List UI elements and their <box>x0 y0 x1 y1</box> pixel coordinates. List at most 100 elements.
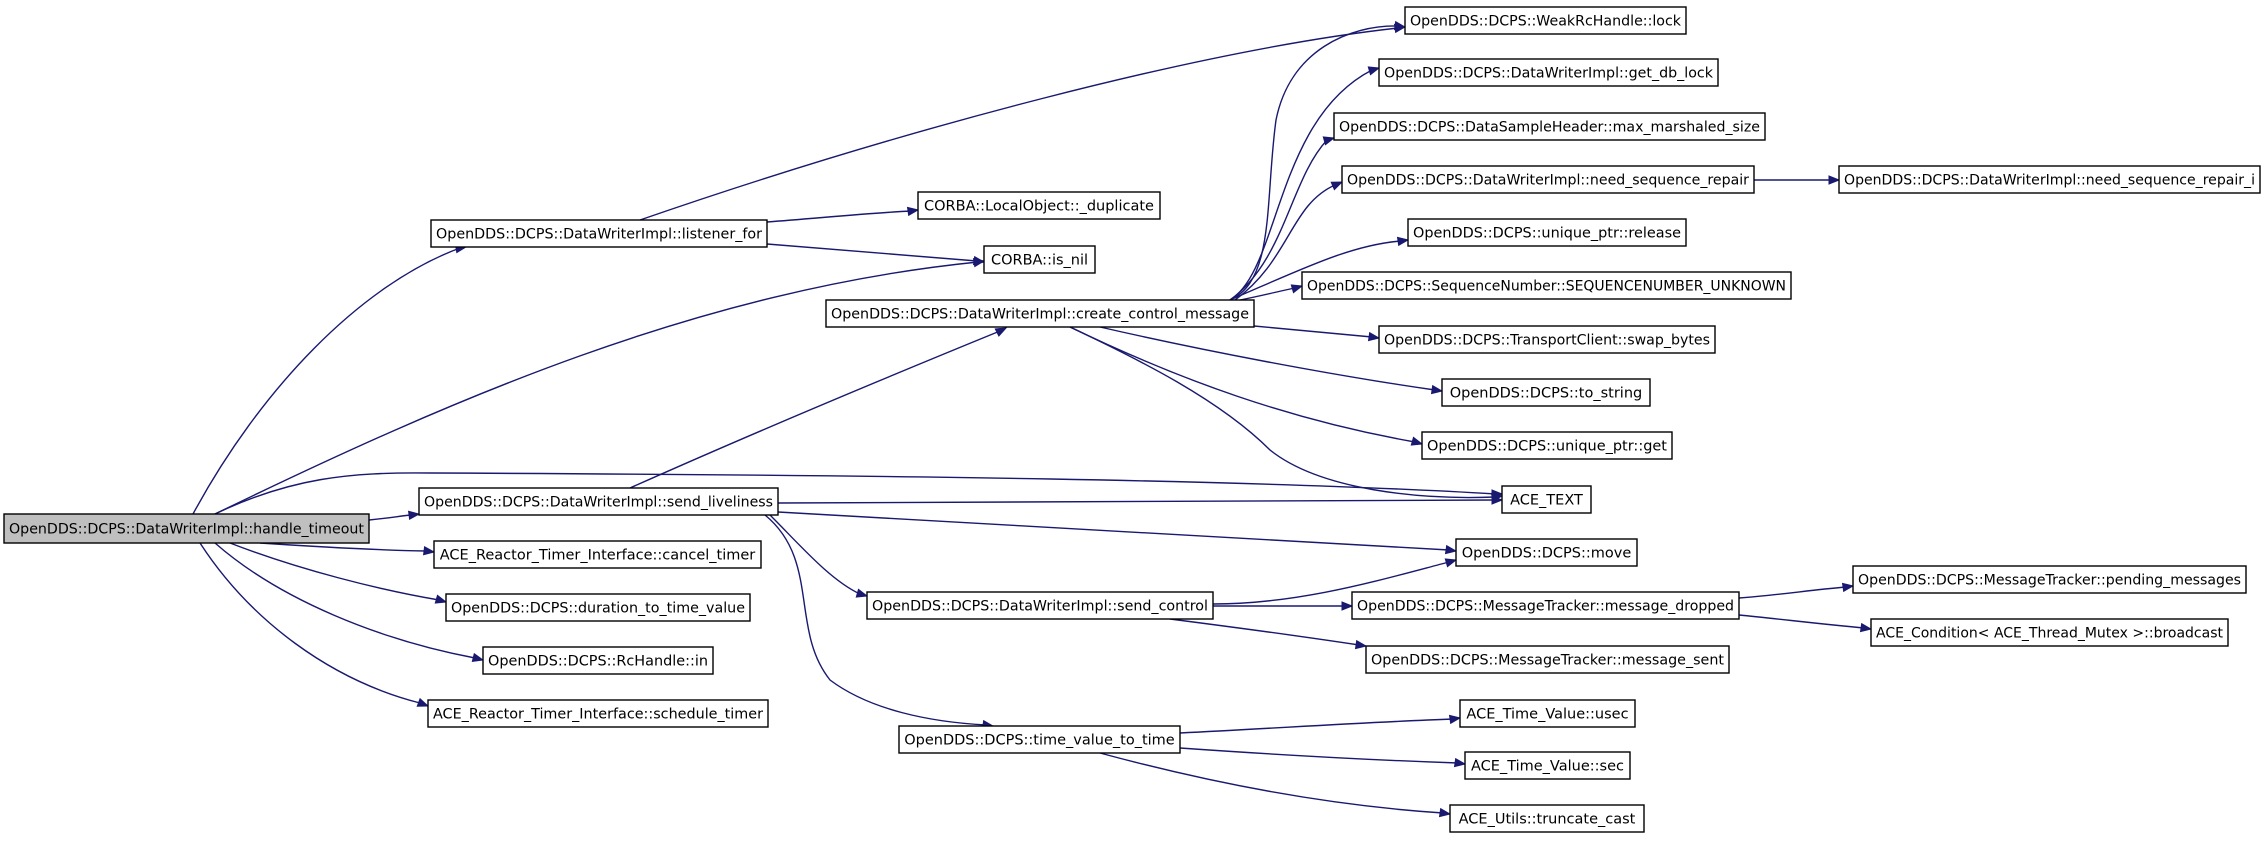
arrowhead-msg-dropped-to-broadcast <box>1859 622 1873 633</box>
node-box <box>1838 165 2261 194</box>
edge-root-to-send-liveliness <box>368 514 412 521</box>
node-duration[interactable]: OpenDDS::DCPS::duration_to_time_value <box>445 593 751 622</box>
node-pending[interactable]: OpenDDS::DCPS::MessageTracker::pending_m… <box>1852 565 2247 594</box>
node-max-marshaled[interactable]: OpenDDS::DCPS::DataSampleHeader::max_mar… <box>1333 112 1766 141</box>
node-box <box>1404 6 1687 35</box>
edge-send-control-to-move <box>1212 561 1450 605</box>
node-box <box>1333 112 1766 141</box>
node-sec[interactable]: ACE_Time_Value::sec <box>1464 751 1631 780</box>
edge-send-control-to-msg-sent <box>1169 618 1360 646</box>
arrowhead-send-control-to-move <box>1444 558 1458 568</box>
arrowhead-create-ctrl-to-uptr-release <box>1396 236 1410 247</box>
node-label: OpenDDS::DCPS::time_value_to_time <box>904 733 1175 749</box>
node-label: OpenDDS::DCPS::to_string <box>1450 386 1642 402</box>
node-label: OpenDDS::DCPS::DataWriterImpl::get_db_lo… <box>1384 66 1714 82</box>
node-label: CORBA::LocalObject::_duplicate <box>924 199 1154 215</box>
node-lock[interactable]: OpenDDS::DCPS::WeakRcHandle::lock <box>1404 6 1687 35</box>
node-box <box>917 191 1161 220</box>
arrowhead-root-to-schedule-timer <box>416 697 430 707</box>
edge-create-ctrl-to-to-string <box>1099 326 1436 391</box>
edge-create-ctrl-to-max-marshaled <box>1229 139 1328 301</box>
node-box <box>1341 165 1755 194</box>
node-time-value-to-time[interactable]: OpenDDS::DCPS::time_value_to_time <box>898 725 1181 754</box>
arrowhead-create-ctrl-to-lock <box>1393 20 1407 31</box>
node-msg-dropped[interactable]: OpenDDS::DCPS::MessageTracker::message_d… <box>1351 591 1740 620</box>
node-swap-bytes[interactable]: OpenDDS::DCPS::TransportClient::swap_byt… <box>1378 325 1716 354</box>
node-listener-for[interactable]: OpenDDS::DCPS::DataWriterImpl::listener_… <box>430 219 768 248</box>
arrowhead-send-liveliness-to-send-control <box>855 588 869 598</box>
node-label: OpenDDS::DCPS::unique_ptr::release <box>1413 226 1681 242</box>
arrowhead-time-value-to-time-to-sec <box>1453 757 1467 768</box>
node-schedule-timer[interactable]: ACE_Reactor_Timer_Interface::schedule_ti… <box>427 699 769 728</box>
edge-time-value-to-time-to-truncate <box>1099 752 1444 814</box>
edge-root-to-schedule-timer <box>199 542 421 704</box>
node-to-string[interactable]: OpenDDS::DCPS::to_string <box>1441 378 1651 407</box>
node-need-seq-repair[interactable]: OpenDDS::DCPS::DataWriterImpl::need_sequ… <box>1341 165 1755 194</box>
arrowhead-send-liveliness-to-create-ctrl <box>994 327 1008 337</box>
arrowhead-need-seq-repair-to-need-seq-repair-i <box>1828 175 1841 185</box>
arrowhead-send-control-to-msg-dropped <box>1341 601 1354 611</box>
node-root[interactable]: OpenDDS::DCPS::DataWriterImpl::handle_ti… <box>3 513 370 544</box>
node-truncate[interactable]: ACE_Utils::truncate_cast <box>1449 804 1645 833</box>
arrowhead-listener-for-to-is-nil <box>972 255 986 266</box>
edge-send-liveliness-to-send-control <box>769 514 861 595</box>
edge-root-to-listener-for <box>192 247 461 515</box>
arrowhead-msg-dropped-to-pending <box>1841 582 1855 593</box>
arrowhead-root-to-cancel-timer <box>422 545 436 556</box>
node-box <box>1459 699 1636 728</box>
node-box <box>418 487 779 516</box>
node-label: OpenDDS::DCPS::SequenceNumber::SEQUENCEN… <box>1307 279 1786 295</box>
node-is-nil[interactable]: CORBA::is_nil <box>983 245 1096 274</box>
edge-time-value-to-time-to-usec <box>1179 718 1454 734</box>
node-label: OpenDDS::DCPS::WeakRcHandle::lock <box>1410 14 1682 30</box>
node-duplicate[interactable]: CORBA::LocalObject::_duplicate <box>917 191 1161 220</box>
node-label: OpenDDS::DCPS::MessageTracker::pending_m… <box>1858 573 2241 589</box>
node-move[interactable]: OpenDDS::DCPS::move <box>1455 538 1638 567</box>
node-box <box>430 219 768 248</box>
node-send-liveliness[interactable]: OpenDDS::DCPS::DataWriterImpl::send_live… <box>418 487 779 516</box>
node-create-ctrl[interactable]: OpenDDS::DCPS::DataWriterImpl::create_co… <box>825 299 1255 328</box>
node-label: OpenDDS::DCPS::DataWriterImpl::need_sequ… <box>1844 173 2255 189</box>
arrowhead-root-to-send-liveliness <box>407 510 421 521</box>
node-box <box>445 593 751 622</box>
node-msg-sent[interactable]: OpenDDS::DCPS::MessageTracker::message_s… <box>1365 645 1730 674</box>
node-box <box>1351 591 1740 620</box>
node-label: OpenDDS::DCPS::DataWriterImpl::create_co… <box>831 307 1249 323</box>
node-cancel-timer[interactable]: ACE_Reactor_Timer_Interface::cancel_time… <box>433 540 762 569</box>
node-label: OpenDDS::DCPS::duration_to_time_value <box>451 601 745 617</box>
node-rchandle-in[interactable]: OpenDDS::DCPS::RcHandle::in <box>482 646 714 675</box>
arrowhead-create-ctrl-to-get-db-lock <box>1367 66 1381 76</box>
node-uptr-release[interactable]: OpenDDS::DCPS::unique_ptr::release <box>1407 218 1687 247</box>
arrowhead-create-ctrl-to-ace-text <box>1490 492 1504 503</box>
edge-root-to-rchandle-in <box>214 542 476 659</box>
node-send-control[interactable]: OpenDDS::DCPS::DataWriterImpl::send_cont… <box>866 591 1214 620</box>
edge-send-liveliness-to-move <box>777 511 1450 551</box>
node-broadcast[interactable]: ACE_Condition< ACE_Thread_Mutex >::broad… <box>1870 618 2229 647</box>
node-box <box>427 699 769 728</box>
node-label: OpenDDS::DCPS::DataWriterImpl::send_cont… <box>872 599 1208 615</box>
node-usec[interactable]: ACE_Time_Value::usec <box>1459 699 1636 728</box>
node-box <box>1852 565 2247 594</box>
node-uptr-get[interactable]: OpenDDS::DCPS::unique_ptr::get <box>1421 431 1673 460</box>
node-get-db-lock[interactable]: OpenDDS::DCPS::DataWriterImpl::get_db_lo… <box>1378 58 1719 87</box>
edge-root-to-is-nil <box>214 261 979 515</box>
node-label: OpenDDS::DCPS::RcHandle::in <box>488 654 708 670</box>
node-seqnum-unknown[interactable]: OpenDDS::DCPS::SequenceNumber::SEQUENCEN… <box>1301 271 1792 300</box>
arrowhead-create-ctrl-to-max-marshaled <box>1322 136 1336 146</box>
arrowhead-root-to-rchandle-in <box>471 652 485 663</box>
edge-create-ctrl-to-seqnum-unknown <box>1239 287 1296 301</box>
edge-create-ctrl-to-uptr-release <box>1229 240 1402 301</box>
node-ace-text[interactable]: ACE_TEXT <box>1501 485 1592 514</box>
node-need-seq-repair-i[interactable]: OpenDDS::DCPS::DataWriterImpl::need_sequ… <box>1838 165 2261 194</box>
arrowhead-send-liveliness-to-move <box>1444 544 1458 555</box>
node-box <box>825 299 1255 328</box>
node-label: OpenDDS::DCPS::DataWriterImpl::listener_… <box>436 227 762 243</box>
node-box <box>3 513 370 544</box>
node-label: ACE_Condition< ACE_Thread_Mutex >::broad… <box>1876 626 2223 642</box>
edge-root-to-cancel-timer <box>259 542 427 552</box>
node-label: ACE_Reactor_Timer_Interface::schedule_ti… <box>433 707 763 723</box>
node-box <box>898 725 1181 754</box>
edge-listener-for-to-duplicate <box>766 210 912 223</box>
node-label: ACE_TEXT <box>1510 493 1583 509</box>
nodes-layer: OpenDDS::DCPS::DataWriterImpl::handle_ti… <box>3 6 2261 833</box>
